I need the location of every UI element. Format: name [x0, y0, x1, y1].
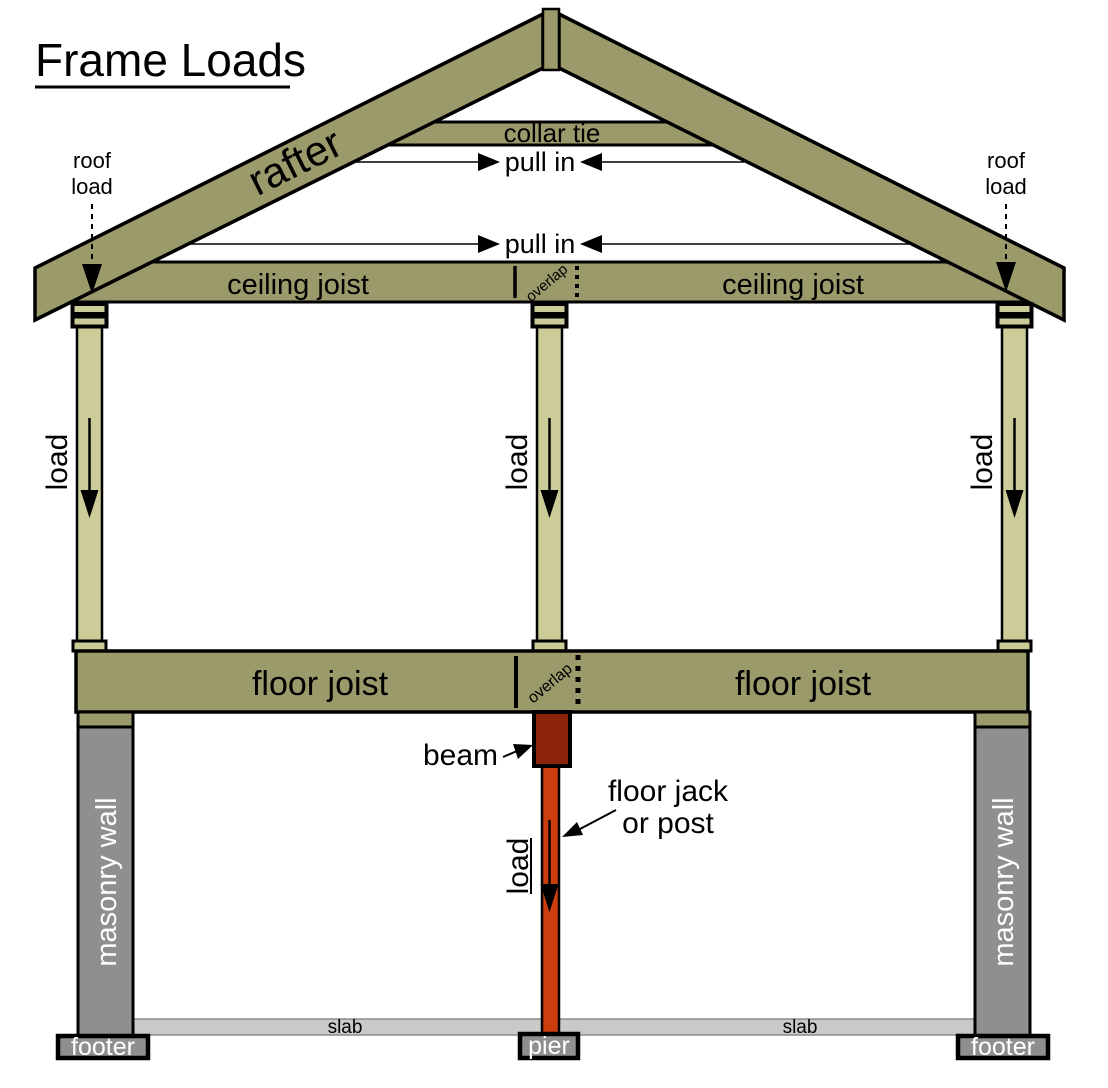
roof-load-annotation-right: roof load	[985, 148, 1027, 292]
beam	[532, 710, 572, 768]
ceiling-joist-label-left: ceiling joist	[227, 269, 369, 301]
load-label: load	[966, 434, 999, 491]
masonry-wall-right: masonry wall	[973, 710, 1032, 1039]
arrow-down-icon	[996, 262, 1016, 292]
arrow-down-icon	[82, 264, 102, 294]
arrow-down-icon	[1005, 490, 1024, 518]
pull-in-annotation-upper: pull in	[352, 147, 744, 177]
arrow-down-icon	[540, 490, 559, 518]
pull-in-label: pull in	[505, 229, 576, 259]
post-right: load	[966, 300, 1034, 653]
arrow-icon	[513, 744, 533, 759]
roof-load-label-line2: load	[71, 174, 113, 199]
footer-label: footer	[71, 1033, 135, 1061]
arrow-right-icon	[478, 153, 500, 171]
post-top-plate	[995, 314, 1034, 329]
post-top-plate	[530, 314, 569, 329]
post-top-plate	[70, 314, 109, 329]
arrow-down-icon	[540, 884, 559, 912]
roof-load-label-line1: roof	[987, 148, 1026, 173]
floor-jack-arrow-line	[579, 809, 617, 830]
arrow-left-icon	[580, 153, 602, 171]
footer	[955, 1033, 1051, 1061]
pier-label: pier	[528, 1032, 570, 1060]
jack-load-label: load	[502, 838, 535, 895]
footer	[55, 1033, 151, 1061]
roof-load-label-line1: roof	[73, 148, 112, 173]
floor-jack-label-line2: or post	[622, 807, 714, 840]
roof-load-annotation-left: roof load	[71, 148, 113, 294]
floor-jack-label-line1: floor jack	[608, 775, 729, 808]
post-center: load	[501, 300, 569, 653]
masonry-wall-left: masonry wall	[76, 710, 135, 1039]
post-top-plate	[530, 302, 569, 316]
arrow-right-icon	[478, 235, 500, 253]
masonry-wall-label: masonry wall	[91, 797, 123, 966]
pull-in-annotation-lower: pull in	[150, 229, 948, 259]
ceiling-joist-label-right: ceiling joist	[722, 269, 864, 301]
post-top-plate	[70, 302, 109, 316]
floor-joist	[74, 649, 1030, 714]
sill-plate	[76, 710, 135, 729]
load-label: load	[41, 434, 74, 491]
page-title: Frame Loads	[35, 34, 306, 86]
arrow-down-icon	[80, 490, 99, 518]
sill-plate	[973, 710, 1032, 729]
footer-left: footer	[55, 1033, 151, 1061]
beam-arrow-line	[502, 750, 518, 758]
pier	[517, 1031, 581, 1061]
footer-label: footer	[971, 1033, 1035, 1061]
masonry-wall	[973, 725, 1032, 1039]
roof-load-label-line2: load	[985, 174, 1027, 199]
footer-right: footer	[955, 1033, 1051, 1061]
arrow-icon	[562, 822, 583, 837]
beam-label: beam	[423, 739, 498, 772]
floor-joist-label-right: floor joist	[735, 665, 872, 703]
pull-in-label: pull in	[505, 147, 576, 177]
post-top-plate	[995, 302, 1034, 316]
pier-group: pier	[517, 1031, 581, 1061]
slab-label-left: slab	[328, 1017, 363, 1038]
masonry-wall	[76, 725, 135, 1039]
post-left: load	[41, 300, 109, 653]
ridge-board	[541, 7, 561, 72]
load-label: load	[501, 434, 534, 491]
collar-tie-label: collar tie	[504, 118, 601, 148]
slab-label-right: slab	[783, 1017, 818, 1038]
floor-joist-label-left: floor joist	[252, 665, 389, 703]
arrow-left-icon	[580, 235, 602, 253]
center-support: beam floor jack or post load	[423, 710, 729, 1040]
masonry-wall-label: masonry wall	[988, 797, 1020, 966]
